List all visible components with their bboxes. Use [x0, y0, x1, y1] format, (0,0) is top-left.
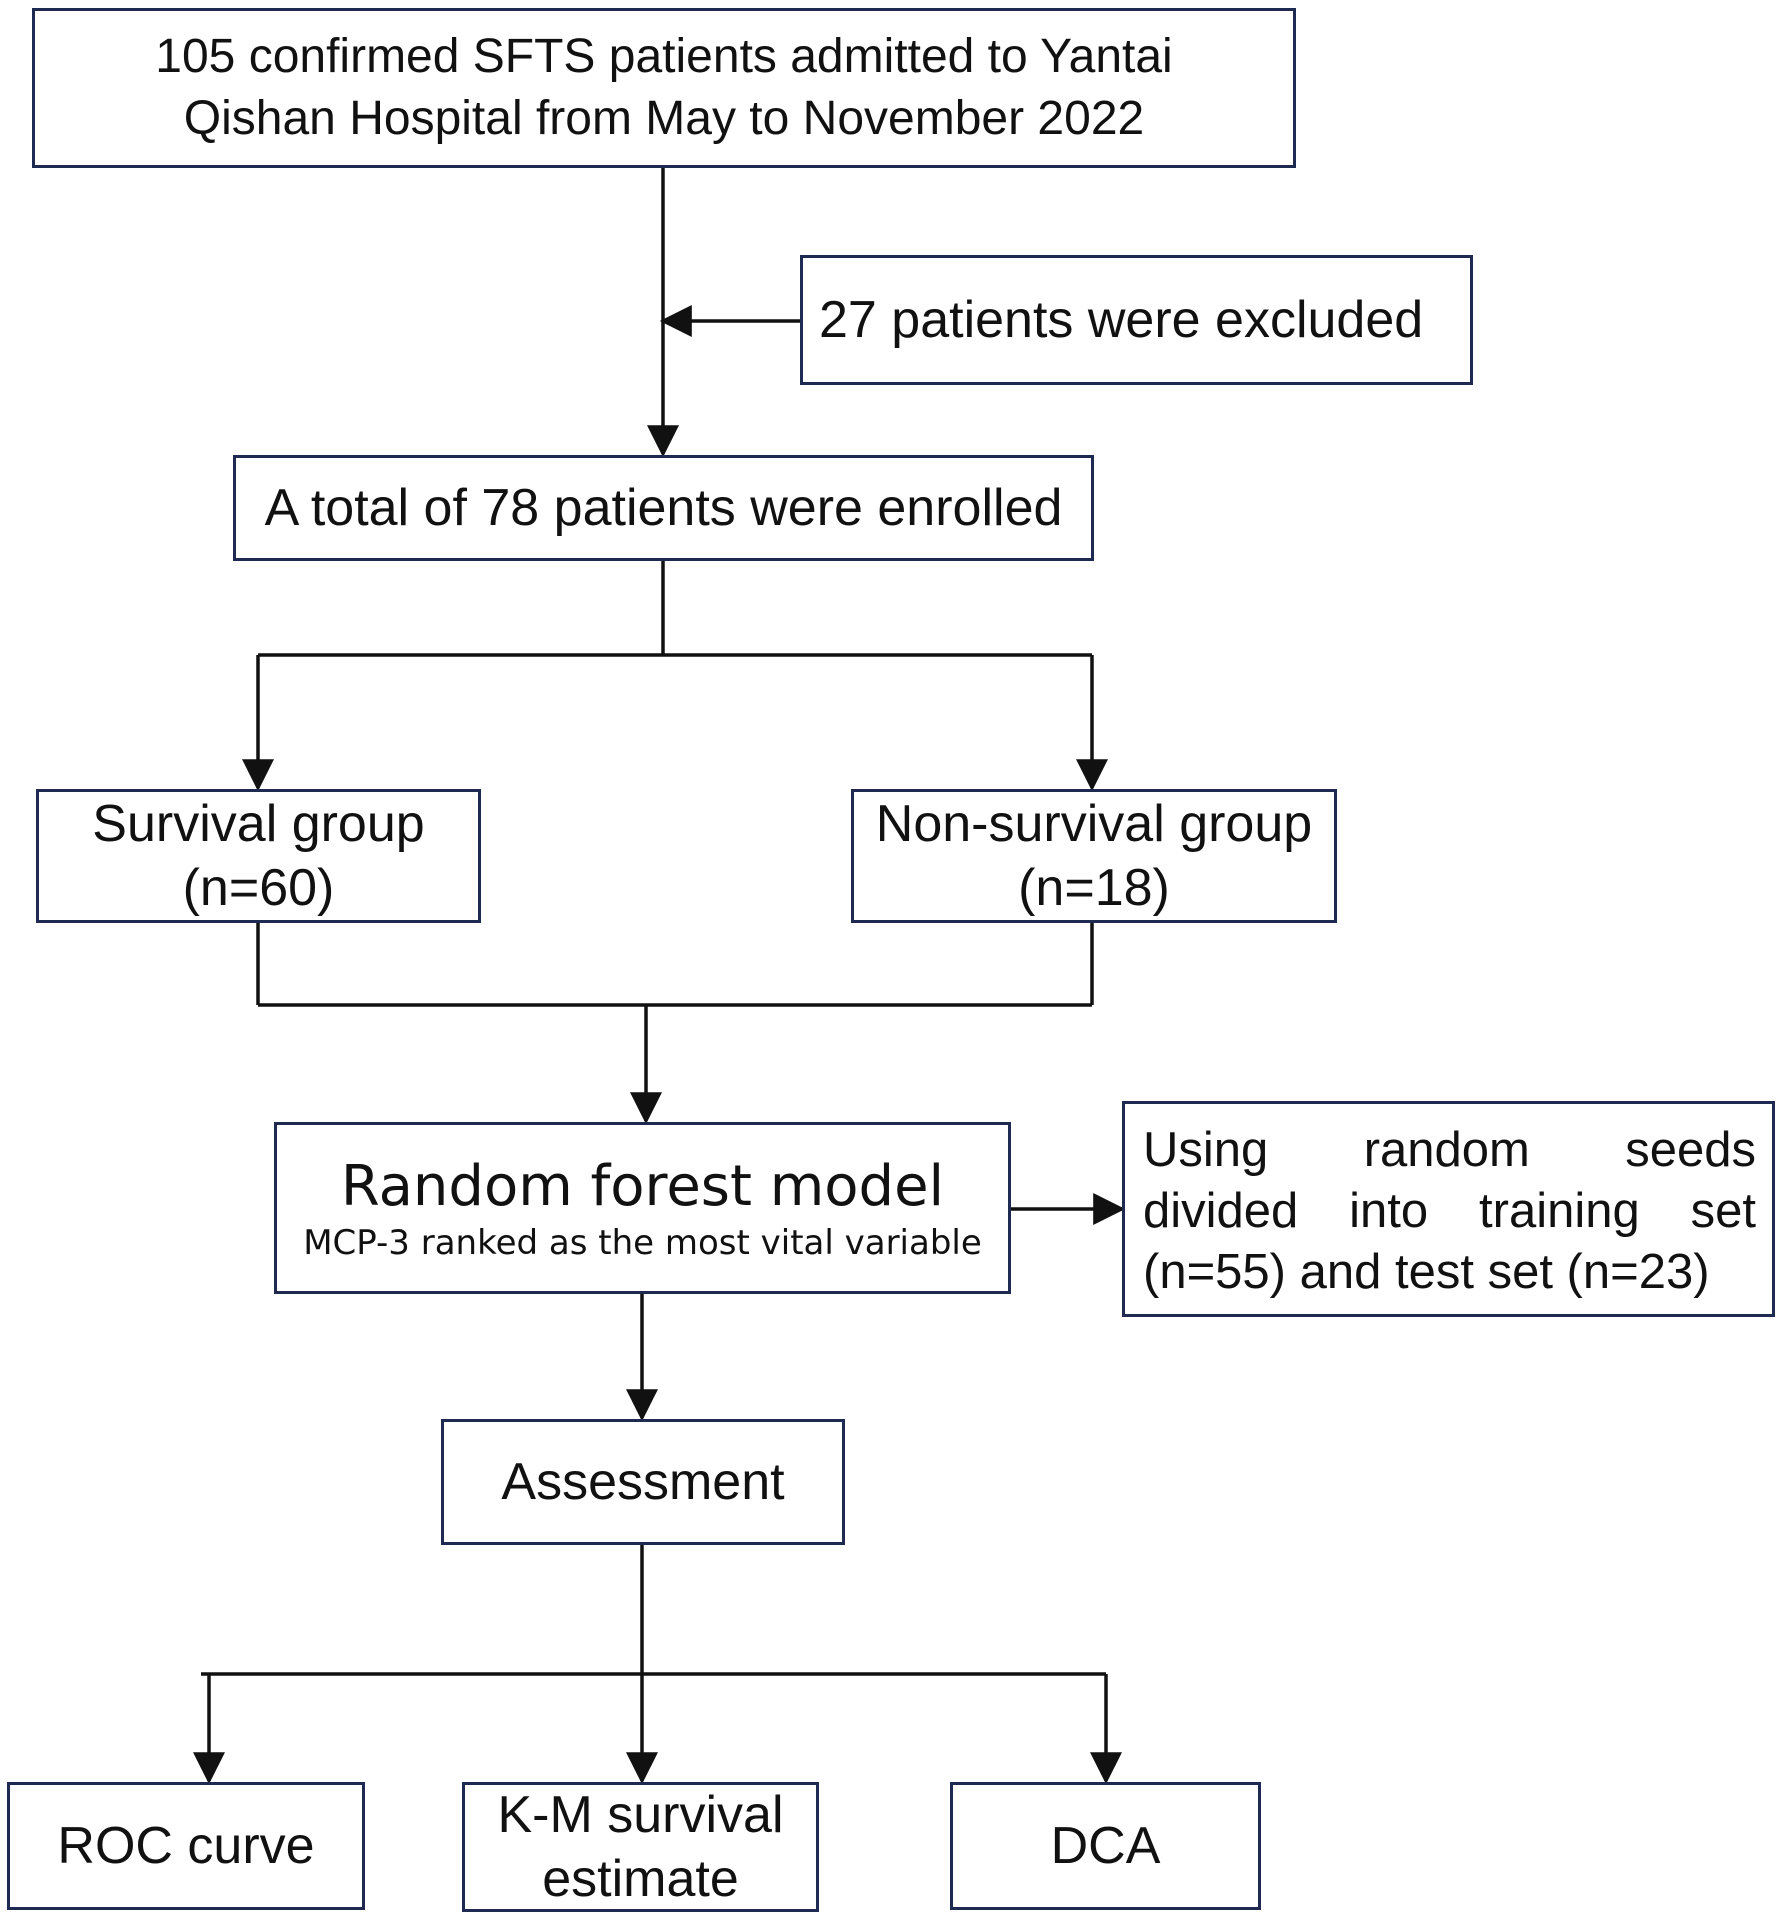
box-roc: ROC curve: [7, 1782, 365, 1910]
split-word: seeds: [1625, 1122, 1756, 1177]
nonsurvival-label: Non-survival group: [875, 795, 1313, 853]
box-survival: Survival group (n=60): [36, 789, 481, 923]
box-nonsurvival: Non-survival group (n=18): [851, 789, 1337, 923]
box-excluded: 27 patients were excluded: [800, 255, 1473, 385]
km-line1: K-M survival: [497, 1786, 784, 1844]
enrolled-text: A total of 78 patients were enrolled: [264, 479, 1063, 537]
split-word: set: [1690, 1183, 1756, 1238]
box-random-forest: Random forest model MCP-3 ranked as the …: [274, 1122, 1011, 1294]
random-forest-subtitle: MCP-3 ranked as the most vital variable: [303, 1223, 982, 1263]
box-km: K-M survival estimate: [462, 1782, 819, 1912]
assessment-text: Assessment: [501, 1453, 785, 1511]
survival-count: (n=60): [182, 859, 335, 917]
split-word: random: [1363, 1122, 1530, 1177]
km-line2: estimate: [542, 1850, 739, 1908]
excluded-text: 27 patients were excluded: [819, 291, 1424, 349]
nonsurvival-count: (n=18): [1018, 859, 1170, 917]
split-word: divided: [1143, 1183, 1299, 1238]
roc-text: ROC curve: [57, 1817, 315, 1875]
survival-label: Survival group: [92, 795, 425, 853]
split-word: training: [1479, 1183, 1640, 1238]
admitted-line1: 105 confirmed SFTS patients admitted to …: [155, 30, 1173, 83]
split-word: Using: [1143, 1122, 1269, 1177]
box-dataset-split: Using random seeds divided into training…: [1122, 1101, 1775, 1317]
box-enrolled: A total of 78 patients were enrolled: [233, 455, 1094, 561]
box-admitted: 105 confirmed SFTS patients admitted to …: [32, 8, 1296, 168]
split-line2: divided into training set: [1143, 1181, 1756, 1242]
split-line3: (n=55) and test set (n=23): [1143, 1244, 1710, 1299]
box-assessment: Assessment: [441, 1419, 845, 1545]
split-word: into: [1349, 1183, 1429, 1238]
admitted-line2: Qishan Hospital from May to November 202…: [183, 92, 1145, 145]
box-dca: DCA: [950, 1782, 1261, 1910]
dca-text: DCA: [1050, 1817, 1161, 1875]
split-line1: Using random seeds: [1143, 1120, 1756, 1181]
random-forest-title: Random forest model: [340, 1154, 945, 1219]
